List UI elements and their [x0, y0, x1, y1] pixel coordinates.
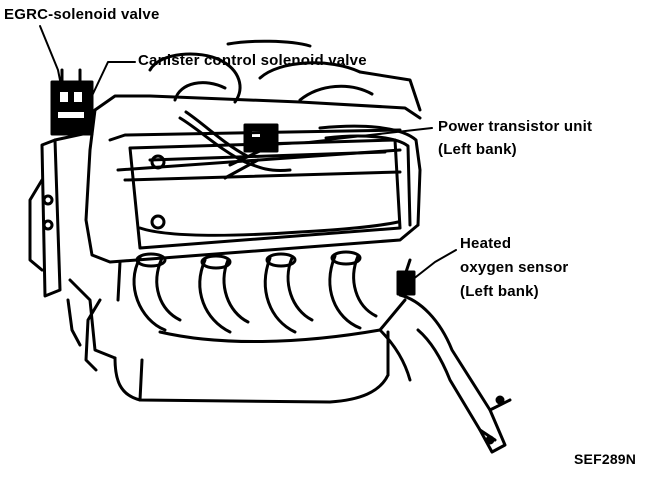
label-oxygen-sensor-bank: (Left bank) [460, 283, 539, 300]
exhaust-pipe [398, 293, 512, 454]
engine-body [28, 94, 422, 298]
upper-hoses [148, 39, 422, 227]
egrc-solenoid-valve [50, 68, 94, 136]
exhaust-manifold [132, 250, 412, 382]
label-power-transistor-unit: Power transistor unit [438, 118, 593, 135]
label-oxygen-sensor-name: oxygen sensor [460, 259, 569, 276]
leader-oxygen-sensor [411, 249, 457, 281]
label-egrc-solenoid-valve: EGRC-solenoid valve [4, 6, 160, 23]
figure-code: SEF289N [574, 451, 637, 467]
label-canister-control-solenoid-valve: Canister control solenoid valve [138, 52, 367, 69]
power-transistor-unit [223, 123, 279, 180]
heated-oxygen-sensor [396, 258, 416, 296]
label-oxygen-sensor-heated: Heated [460, 235, 512, 252]
label-power-transistor-bank: (Left bank) [438, 141, 517, 158]
leader-canister [89, 61, 136, 101]
oil-pan [66, 260, 390, 404]
